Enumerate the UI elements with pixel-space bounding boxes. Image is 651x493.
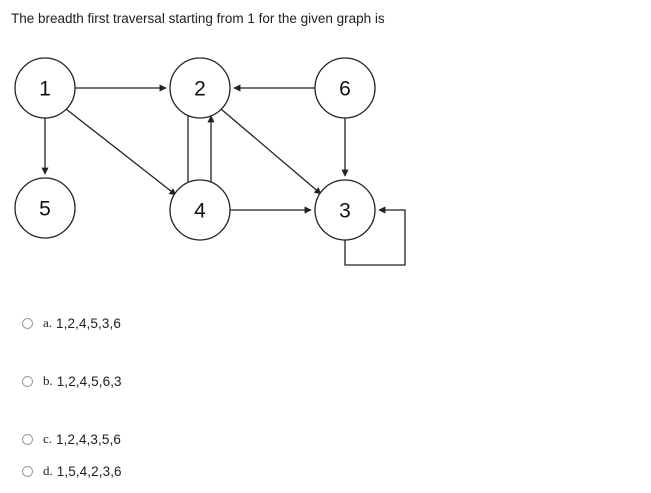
option-d[interactable]: d. 1,5,4,2,3,6 [22, 460, 122, 482]
option-value-a: 1,2,4,5,3,6 [56, 315, 121, 331]
edge-1-to-4 [65, 108, 177, 196]
option-value-d: 1,5,4,2,3,6 [56, 463, 122, 479]
node-3: 3 [314, 179, 376, 241]
radio-button-a[interactable] [22, 317, 33, 329]
edge-2-to-3 [220, 108, 322, 195]
node-1: 1 [14, 57, 76, 119]
node-label-6: 6 [339, 78, 351, 101]
node-circle-5 [14, 177, 76, 239]
node-4: 4 [169, 179, 231, 241]
node-label-4: 4 [194, 200, 206, 223]
node-circle-1 [14, 57, 76, 119]
node-2: 2 [169, 57, 231, 119]
node-6: 6 [314, 57, 376, 119]
edge-3-self-loop [344, 206, 406, 266]
radio-button-c[interactable] [22, 433, 33, 445]
node-label-1: 1 [39, 78, 51, 101]
option-letter-a: a. [43, 315, 53, 330]
graph-svg: 1 2 6 5 4 3 [14, 57, 406, 266]
option-letter-c: c. [43, 431, 53, 446]
option-letter-b: b. [43, 373, 53, 388]
node-5: 5 [14, 177, 76, 239]
option-value-c: 1,2,4,3,5,6 [56, 431, 121, 447]
option-c[interactable]: c. 1,2,4,3,5,6 [22, 428, 121, 450]
option-value-b: 1,2,4,5,6,3 [56, 373, 122, 389]
node-label-5: 5 [39, 198, 51, 221]
graph-diagram: 1 2 6 5 4 3 [0, 48, 430, 283]
node-label-2: 2 [194, 78, 206, 101]
radio-button-b[interactable] [22, 375, 33, 387]
page-title: The breadth first traversal starting fro… [11, 11, 385, 26]
node-circle-3 [314, 179, 376, 241]
node-circle-2 [169, 57, 231, 119]
option-letter-d: d. [43, 463, 53, 478]
option-a[interactable]: a. 1,2,4,5,3,6 [22, 312, 121, 334]
option-b[interactable]: b. 1,2,4,5,6,3 [22, 370, 122, 392]
node-label-3: 3 [339, 200, 351, 223]
radio-button-d[interactable] [22, 465, 33, 477]
node-circle-6 [314, 57, 376, 119]
node-circle-4 [169, 179, 231, 241]
